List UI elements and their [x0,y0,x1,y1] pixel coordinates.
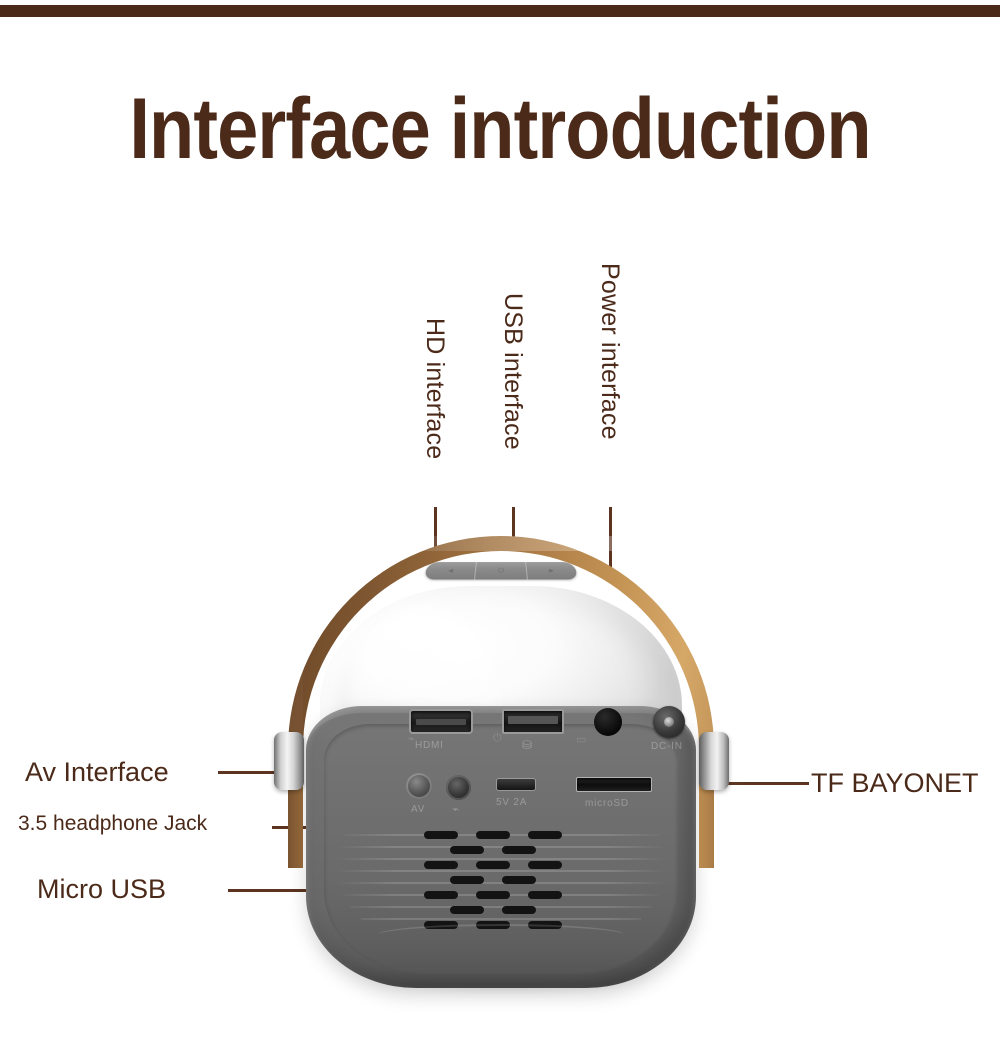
button-right[interactable]: ► [526,562,579,579]
panel-mini-icon-source: ▭ [576,734,587,746]
button-power-glyph: ⏻ [497,566,505,574]
headphone-jack[interactable] [446,775,471,800]
headphone-jack-glyph: ⌁ [452,802,460,816]
ir-receiver [594,708,622,736]
button-right-glyph: ► [546,566,557,575]
callout-label-power-interface: Power interface [596,263,624,440]
panel-mini-icon-volume: ⌁ [408,733,415,745]
callout-label-micro-usb: Micro USB [37,874,167,904]
dc-in-port-silk: DC-IN [651,741,683,752]
callout-label-usb-interface: USB interface [499,293,527,450]
panel-mini-icon-power: ⏻ [493,732,502,744]
top-accent-bar [0,5,1000,17]
handle-foot-right [699,778,714,868]
usb-port[interactable] [502,709,564,734]
dc-in-port[interactable] [653,706,685,738]
microsd-slot-silk: microSD [585,798,629,809]
projector-illustration: ◄ ⏻ ► ⌁ ⏻ ▭ HDMI ⛁ DC-IN AV ⌁ 5V 2 [258,528,744,996]
usb-port-glyph: ⛁ [522,738,533,752]
callout-label-tf-bayonet: TF BAYONET [811,768,979,798]
handle-foot-left [288,778,303,868]
page-title: Interface introduction [129,81,871,177]
hinge-knob-left[interactable] [274,732,304,790]
callout-label-av-interface: Av Interface [25,757,169,787]
callout-label-headphone-jack: 3.5 headphone Jack [18,812,208,835]
hinge-knob-right[interactable] [699,732,729,790]
button-power[interactable]: ⏻ [475,562,528,580]
av-jack[interactable] [406,773,432,799]
hdmi-port-silk: HDMI [415,740,444,751]
button-left[interactable]: ◄ [423,562,478,580]
top-control-buttons[interactable]: ◄ ⏻ ► [423,562,579,580]
microsd-slot[interactable] [576,777,652,792]
av-jack-silk: AV [411,804,426,815]
callout-label-hd-interface: HD interface [421,318,449,460]
micro-usb-port-silk: 5V 2A [496,797,528,808]
speaker-grille [336,828,666,946]
button-left-glyph: ◄ [445,566,456,575]
micro-usb-port[interactable] [496,778,536,791]
hdmi-port[interactable] [409,709,473,734]
